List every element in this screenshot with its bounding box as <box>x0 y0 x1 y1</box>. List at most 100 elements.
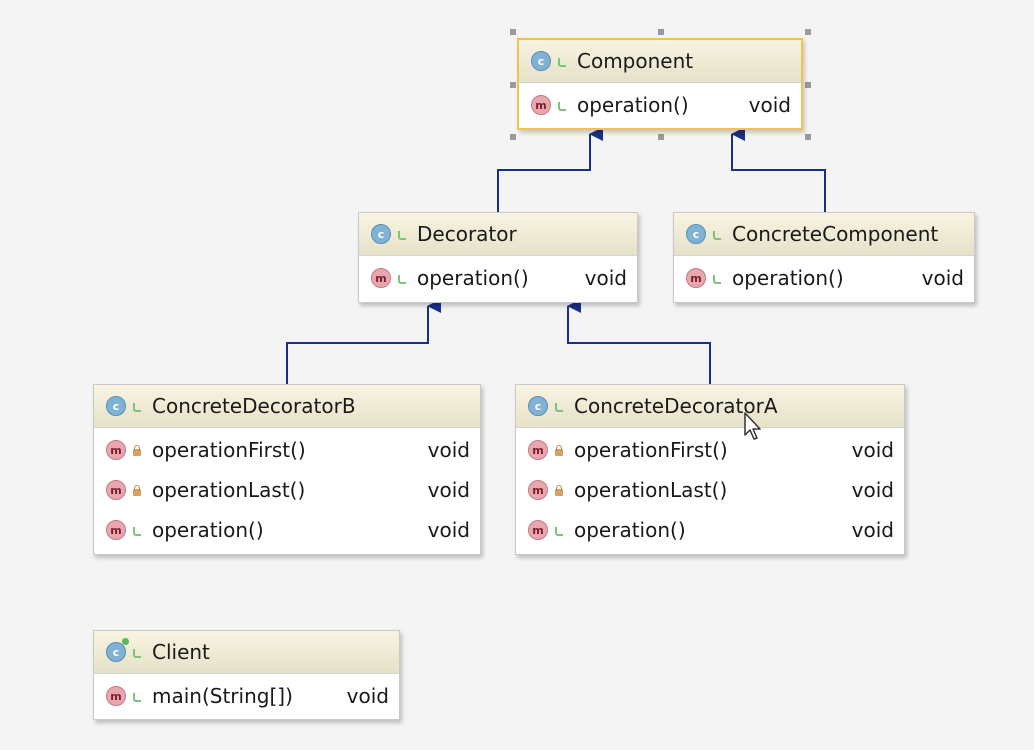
method-row[interactable]: m operationLast() void <box>516 470 904 510</box>
method-m-icon: m <box>528 520 548 540</box>
class-name: Client <box>152 640 210 664</box>
method-row[interactable]: m operation() void <box>516 510 904 550</box>
method-name: operation() <box>577 93 689 117</box>
class-c-icon: c <box>528 396 548 416</box>
private-lock-icon <box>132 444 142 456</box>
public-visibility-icon <box>132 691 142 702</box>
class-concrete-decorator-a[interactable]: c ConcreteDecoratorA m operationFirst() … <box>515 384 905 555</box>
mouse-pointer-icon <box>744 412 761 440</box>
public-visibility-icon <box>132 647 142 658</box>
class-concrete-component[interactable]: c ConcreteComponent m operation() void <box>673 212 975 303</box>
method-m-icon: m <box>106 440 126 460</box>
class-c-icon: c <box>106 396 126 416</box>
method-m-icon: m <box>106 686 126 706</box>
selection-handle[interactable] <box>510 29 516 35</box>
public-visibility-icon <box>397 273 407 284</box>
method-m-icon: m <box>106 520 126 540</box>
public-visibility-icon <box>557 100 567 111</box>
public-visibility-icon <box>712 273 722 284</box>
class-decorator[interactable]: c Decorator m operation() void <box>358 212 638 303</box>
method-return-type: void <box>748 93 791 117</box>
selection-handle[interactable] <box>510 134 516 140</box>
selection-handle[interactable] <box>658 29 664 35</box>
class-header[interactable]: c ConcreteDecoratorA <box>516 385 904 428</box>
class-header[interactable]: c ConcreteDecoratorB <box>94 385 480 428</box>
method-return-type: void <box>427 438 470 462</box>
method-return-type: void <box>921 266 964 290</box>
class-name: Component <box>577 49 694 73</box>
public-visibility-icon <box>132 525 142 536</box>
method-m-icon: m <box>531 95 551 115</box>
method-return-type: void <box>851 518 894 542</box>
method-name: main(String[]) <box>152 684 293 708</box>
inheritance-arrow-decorator-to-component[interactable] <box>497 127 603 212</box>
method-name: operationLast() <box>152 478 306 502</box>
method-return-type: void <box>427 478 470 502</box>
private-lock-icon <box>132 484 142 496</box>
class-c-icon: c <box>371 224 391 244</box>
member-list: m operation() void <box>519 83 801 129</box>
method-name: operation() <box>732 266 844 290</box>
method-name: operation() <box>417 266 529 290</box>
run-badge-icon <box>122 638 129 645</box>
selection-handle[interactable] <box>510 82 516 88</box>
method-return-type: void <box>584 266 627 290</box>
method-return-type: void <box>851 438 894 462</box>
method-row[interactable]: m operation() void <box>359 258 637 298</box>
public-visibility-icon <box>132 401 142 412</box>
private-lock-icon <box>554 484 564 496</box>
inheritance-arrow-concretedecoratorb-to-decorator[interactable] <box>286 299 441 384</box>
selection-handle[interactable] <box>805 82 811 88</box>
method-m-icon: m <box>106 480 126 500</box>
class-name: ConcreteDecoratorB <box>152 394 356 418</box>
method-row[interactable]: m operation() void <box>674 258 974 298</box>
method-row[interactable]: m operationFirst() void <box>94 430 480 470</box>
member-list: m operationFirst() void m operationLast(… <box>94 428 480 554</box>
class-header[interactable]: c Component <box>519 40 801 83</box>
public-visibility-icon <box>554 401 564 412</box>
method-row[interactable]: m operation() void <box>519 85 801 125</box>
class-header[interactable]: c Decorator <box>359 213 637 256</box>
method-name: operationLast() <box>574 478 728 502</box>
method-row[interactable]: m main(String[]) void <box>94 676 399 716</box>
public-visibility-icon <box>397 229 407 240</box>
member-list: m main(String[]) void <box>94 674 399 720</box>
class-c-icon: c <box>531 51 551 71</box>
class-header[interactable]: c Client <box>94 631 399 674</box>
member-list: m operation() void <box>359 256 637 302</box>
private-lock-icon <box>554 444 564 456</box>
public-visibility-icon <box>557 56 567 67</box>
method-name: operation() <box>152 518 264 542</box>
method-m-icon: m <box>528 440 548 460</box>
class-concrete-decorator-b[interactable]: c ConcreteDecoratorB m operationFirst() … <box>93 384 481 555</box>
method-row[interactable]: m operationLast() void <box>94 470 480 510</box>
class-name: ConcreteDecoratorA <box>574 394 778 418</box>
method-row[interactable]: m operationFirst() void <box>516 430 904 470</box>
method-return-type: void <box>427 518 470 542</box>
class-c-icon: c <box>686 224 706 244</box>
public-visibility-icon <box>554 525 564 536</box>
method-return-type: void <box>346 684 389 708</box>
method-name: operation() <box>574 518 686 542</box>
public-visibility-icon <box>712 229 722 240</box>
class-c-icon: c <box>106 638 129 662</box>
method-m-icon: m <box>371 268 391 288</box>
selection-handle[interactable] <box>805 134 811 140</box>
inheritance-arrow-concretedecoratora-to-decorator[interactable] <box>567 299 711 384</box>
method-name: operationFirst() <box>152 438 306 462</box>
member-list: m operationFirst() void m operationLast(… <box>516 428 904 554</box>
selection-handle[interactable] <box>658 134 664 140</box>
method-row[interactable]: m operation() void <box>94 510 480 550</box>
class-component[interactable]: c Component m operation() void <box>517 38 803 130</box>
method-m-icon: m <box>686 268 706 288</box>
selection-handle[interactable] <box>805 29 811 35</box>
class-header[interactable]: c ConcreteComponent <box>674 213 974 256</box>
class-name: ConcreteComponent <box>732 222 939 246</box>
class-name: Decorator <box>417 222 517 246</box>
method-return-type: void <box>851 478 894 502</box>
method-name: operationFirst() <box>574 438 728 462</box>
inheritance-arrow-concretecomponent-to-component[interactable] <box>731 127 826 212</box>
class-client[interactable]: c Client m main(String[]) void <box>93 630 400 720</box>
